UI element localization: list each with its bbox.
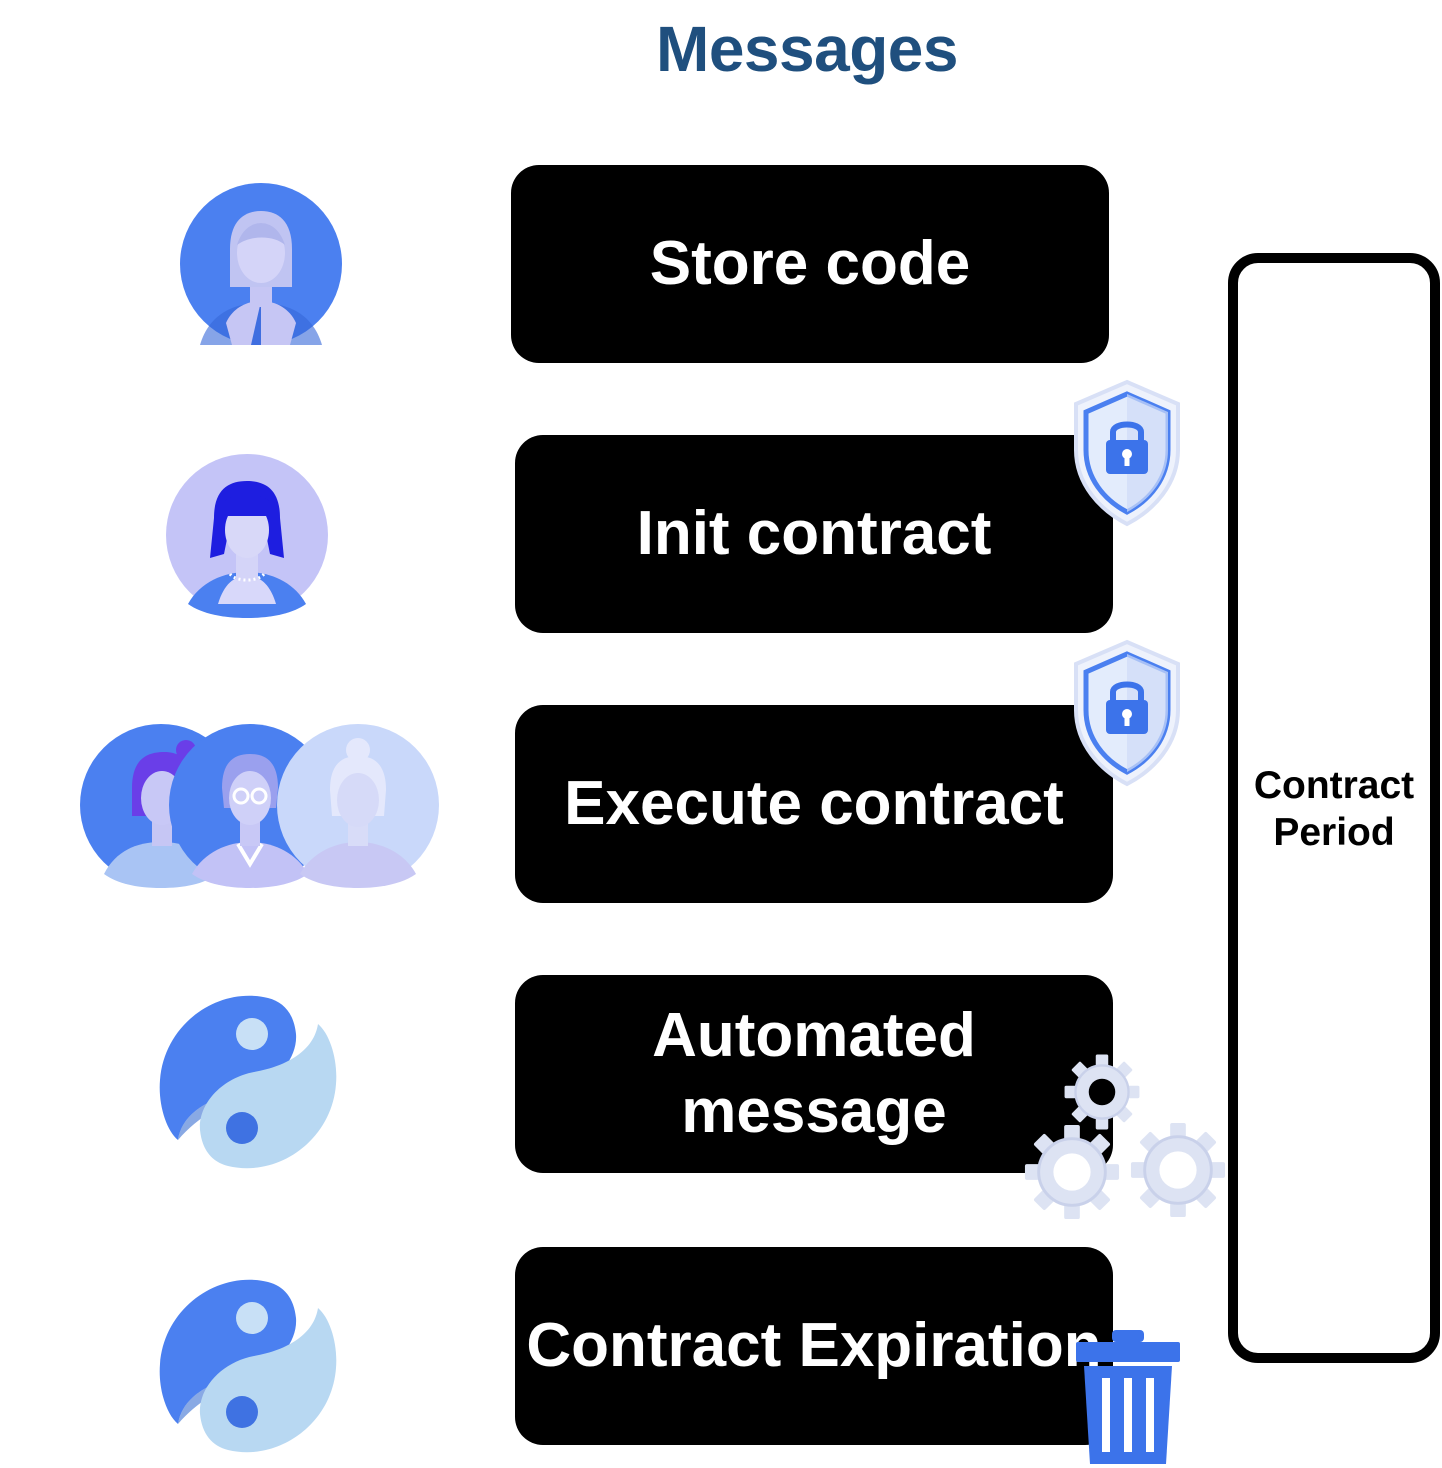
message-contract-expiration: Contract Expiration [515, 1247, 1113, 1445]
message-init-contract: Init contract [515, 435, 1113, 633]
message-label: Store code [649, 229, 971, 299]
user-avatar-icon [180, 183, 342, 345]
gears-icon [1018, 1052, 1228, 1232]
shield-lock-icon [1072, 639, 1182, 787]
shield-lock-icon [1072, 379, 1182, 527]
yin-yang-icon [158, 1278, 338, 1454]
contract-period-box: Contract Period [1228, 253, 1440, 1363]
message-automated-message: Automated message [515, 975, 1113, 1173]
user-group-icon [80, 724, 440, 888]
message-execute-contract: Execute contract [515, 705, 1113, 903]
yin-yang-icon [158, 994, 338, 1170]
message-label: Execute contract [564, 769, 1064, 839]
message-label: Init contract [636, 499, 992, 569]
trash-icon [1074, 1328, 1182, 1468]
message-store-code: Store code [511, 165, 1109, 363]
message-label-line: message [681, 1077, 947, 1146]
message-label-line: Automated [652, 1001, 976, 1071]
contract-period-label: Contract Period [1253, 764, 1415, 854]
message-label: Contract Expiration [526, 1311, 1102, 1381]
diagram-title: Messages [656, 13, 958, 85]
user-avatar-icon [166, 454, 328, 618]
